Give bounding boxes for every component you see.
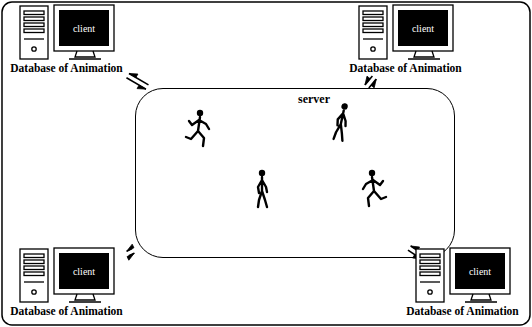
monitor-screen: client xyxy=(59,253,109,289)
database-label: Database of Animation xyxy=(403,305,522,317)
monitor-screen: client xyxy=(59,10,109,46)
double-arrow xyxy=(126,73,148,89)
server-region: server xyxy=(135,88,455,258)
client-computer: clientDatabase of Animation xyxy=(346,4,465,76)
database-label: Database of Animation xyxy=(346,62,465,74)
animated-figures xyxy=(186,103,386,207)
client-computer: clientDatabase of Animation xyxy=(7,247,126,319)
monitor-screen: client xyxy=(398,10,448,46)
screen-text: client xyxy=(469,266,491,277)
database-label: Database of Animation xyxy=(7,305,126,317)
double-arrow xyxy=(127,244,135,260)
double-arrow xyxy=(365,76,376,88)
screen-text: client xyxy=(73,23,95,34)
monitor-screen: client xyxy=(455,253,505,289)
server-label: server xyxy=(295,92,333,106)
screen-text: client xyxy=(73,266,95,277)
database-label: Database of Animation xyxy=(7,62,126,74)
screen-text: client xyxy=(412,23,434,34)
client-computer: clientDatabase of Animation xyxy=(7,4,126,76)
client-computer: clientDatabase of Animation xyxy=(403,247,522,319)
